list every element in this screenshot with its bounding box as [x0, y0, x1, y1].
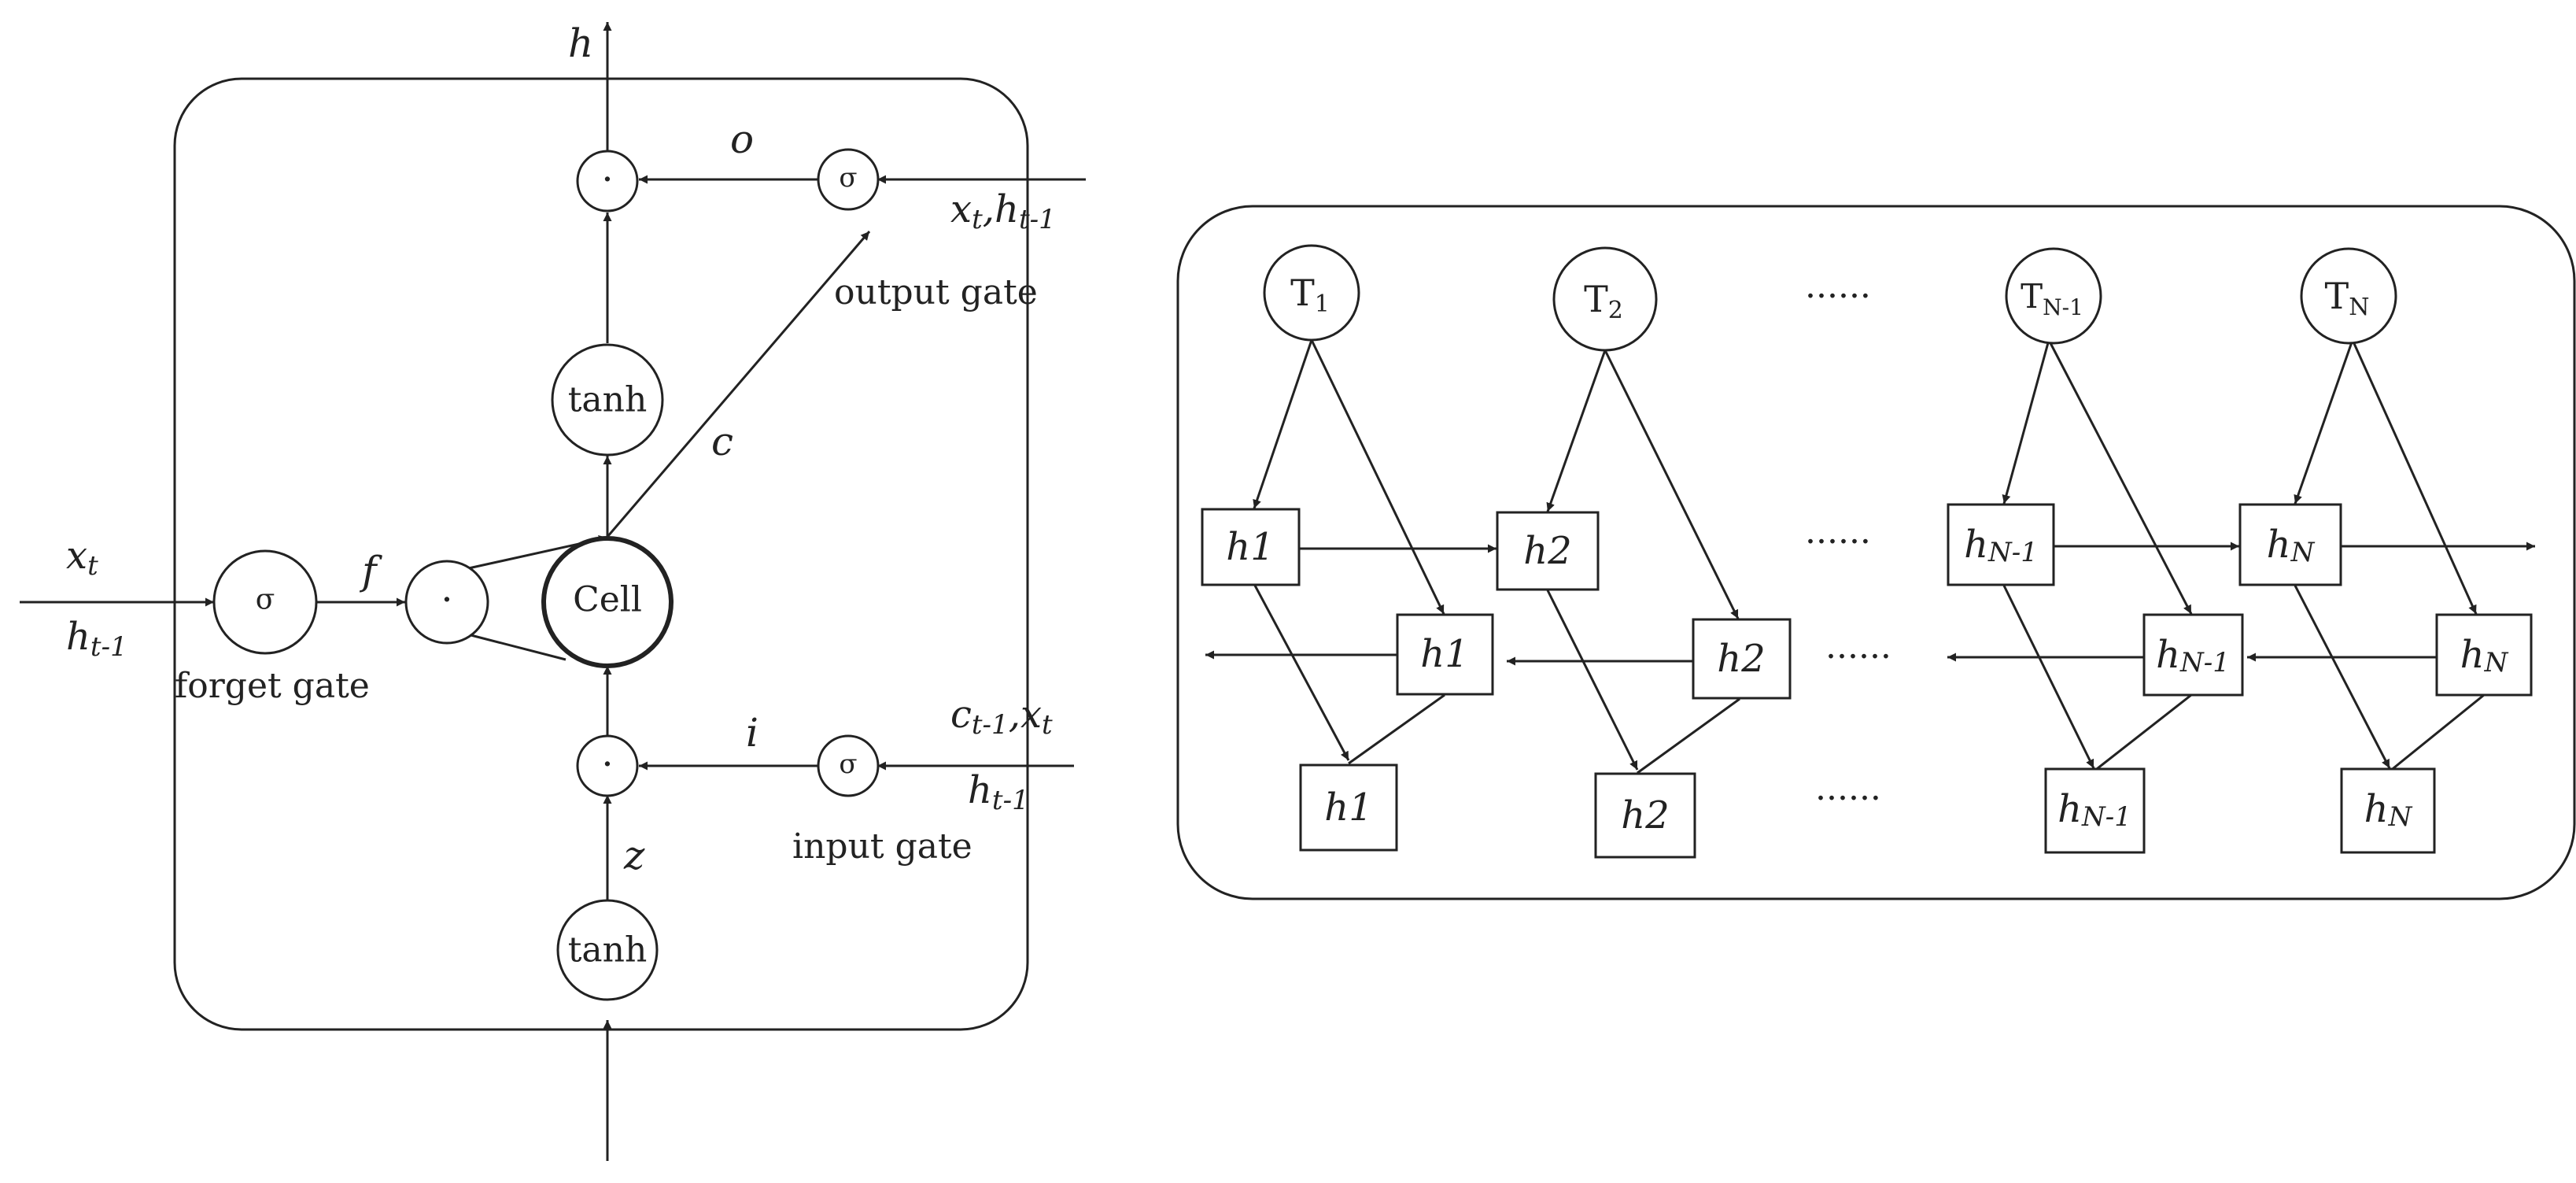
z-label: z [623, 833, 645, 878]
tanh-input-label: tanh [568, 930, 648, 970]
f-label: f [359, 548, 382, 593]
output-multiply-node [576, 150, 639, 213]
i-label: i [746, 710, 758, 756]
forward-box-n: hN [2238, 503, 2342, 586]
bilstm-frame [1176, 205, 2576, 900]
t-node-connections [1253, 339, 2478, 619]
forward-box-n-1: hN-1 [1947, 503, 2055, 586]
forward-connections [1299, 542, 2535, 553]
forget-multiply-node [404, 560, 489, 645]
forget-input-x: xt [66, 534, 98, 582]
output-connections [1253, 583, 2485, 774]
input-gate-inputs-line1: ct-1,xt [950, 693, 1053, 741]
output-multiply-symbol: · [601, 157, 613, 201]
backward-box-label: h2 [1717, 637, 1765, 681]
t-node-label: T1 [1290, 272, 1330, 318]
t-node-n-1: TN-1 [2005, 247, 2102, 345]
ellipsis-forward-row: ...... [1805, 512, 1871, 552]
t-node-label: T2 [1584, 278, 1623, 324]
h-output-label: h [568, 20, 593, 66]
ellipsis-backward-row: ...... [1825, 627, 1891, 667]
forward-box-label: hN [2267, 523, 2316, 568]
backward-box-n: hN [2435, 613, 2533, 697]
t-node-label: TN [2325, 275, 2370, 321]
ellipsis-output-row: ...... [1815, 768, 1881, 808]
tanh-input-node [556, 899, 659, 1001]
backward-box-label: hN-1 [2156, 633, 2230, 678]
backward-connections [1205, 650, 2437, 666]
forward-box-2: h2 [1496, 511, 1600, 591]
forward-box-1: h1 [1201, 508, 1301, 586]
lstm-cell-diagram: · σ tanh Cell · σ · σ tanh h o c f i z o… [20, 20, 1086, 1161]
t-node-1: T1 [1263, 244, 1360, 342]
cell-node [541, 536, 674, 668]
input-gate-inputs-line2: ht-1 [968, 768, 1029, 816]
forget-gate-sigma-node [212, 549, 318, 655]
input-gate-sigma-node [817, 734, 880, 797]
output-box-label: h1 [1324, 786, 1372, 830]
ellipsis-t-row: ...... [1805, 266, 1871, 306]
output-box-label: hN [2364, 787, 2413, 833]
output-box-label: hN-1 [2057, 787, 2131, 833]
forget-gate-sigma-symbol: σ [256, 584, 275, 616]
output-box-n-1: hN-1 [2044, 767, 2146, 854]
c-arrow [606, 231, 871, 538]
cell-label: Cell [573, 580, 642, 620]
output-box-2: h2 [1594, 772, 1696, 859]
output-box-1: h1 [1299, 763, 1398, 852]
backward-box-label: hN [2460, 633, 2509, 678]
output-gate-caption: output gate [834, 272, 1038, 312]
forget-multiply-symbol: · [441, 578, 452, 622]
lstm-frame [173, 77, 1029, 1031]
forward-box-label: h1 [1226, 525, 1274, 569]
backward-box-label: h1 [1420, 632, 1468, 676]
output-box-n: hN [2340, 767, 2436, 854]
forward-box-label: hN-1 [1964, 523, 2038, 568]
backward-box-2: h2 [1692, 618, 1792, 700]
input-multiply-symbol: · [601, 742, 613, 786]
tanh-output-node [551, 343, 664, 457]
bilstm-diagram: T1 T2 TN-1 TN h1 h2 hN-1 hN [1176, 205, 2576, 900]
input-gate-sigma-symbol: σ [839, 749, 857, 780]
input-multiply-node [576, 734, 639, 797]
backward-box-1: h1 [1396, 613, 1494, 696]
t-node-n: TN [2300, 247, 2397, 345]
input-gate-caption: input gate [792, 826, 972, 867]
c-label: c [711, 419, 733, 464]
t-node-label: TN-1 [2021, 277, 2083, 320]
tanh-output-label: tanh [568, 380, 648, 420]
o-label: o [730, 116, 754, 162]
output-box-label: h2 [1621, 793, 1669, 837]
recurrent-arrow-bottom [458, 630, 566, 661]
forget-gate-caption: forget gate [175, 666, 370, 706]
output-gate-sigma-node [817, 148, 880, 211]
output-gate-sigma-symbol: σ [839, 162, 857, 194]
forward-box-label: h2 [1523, 529, 1571, 573]
t-node-2: T2 [1552, 246, 1658, 352]
forget-input-h: ht-1 [66, 615, 127, 663]
output-gate-inputs: xt,ht-1 [950, 187, 1056, 235]
backward-box-n-1: hN-1 [2142, 613, 2244, 697]
